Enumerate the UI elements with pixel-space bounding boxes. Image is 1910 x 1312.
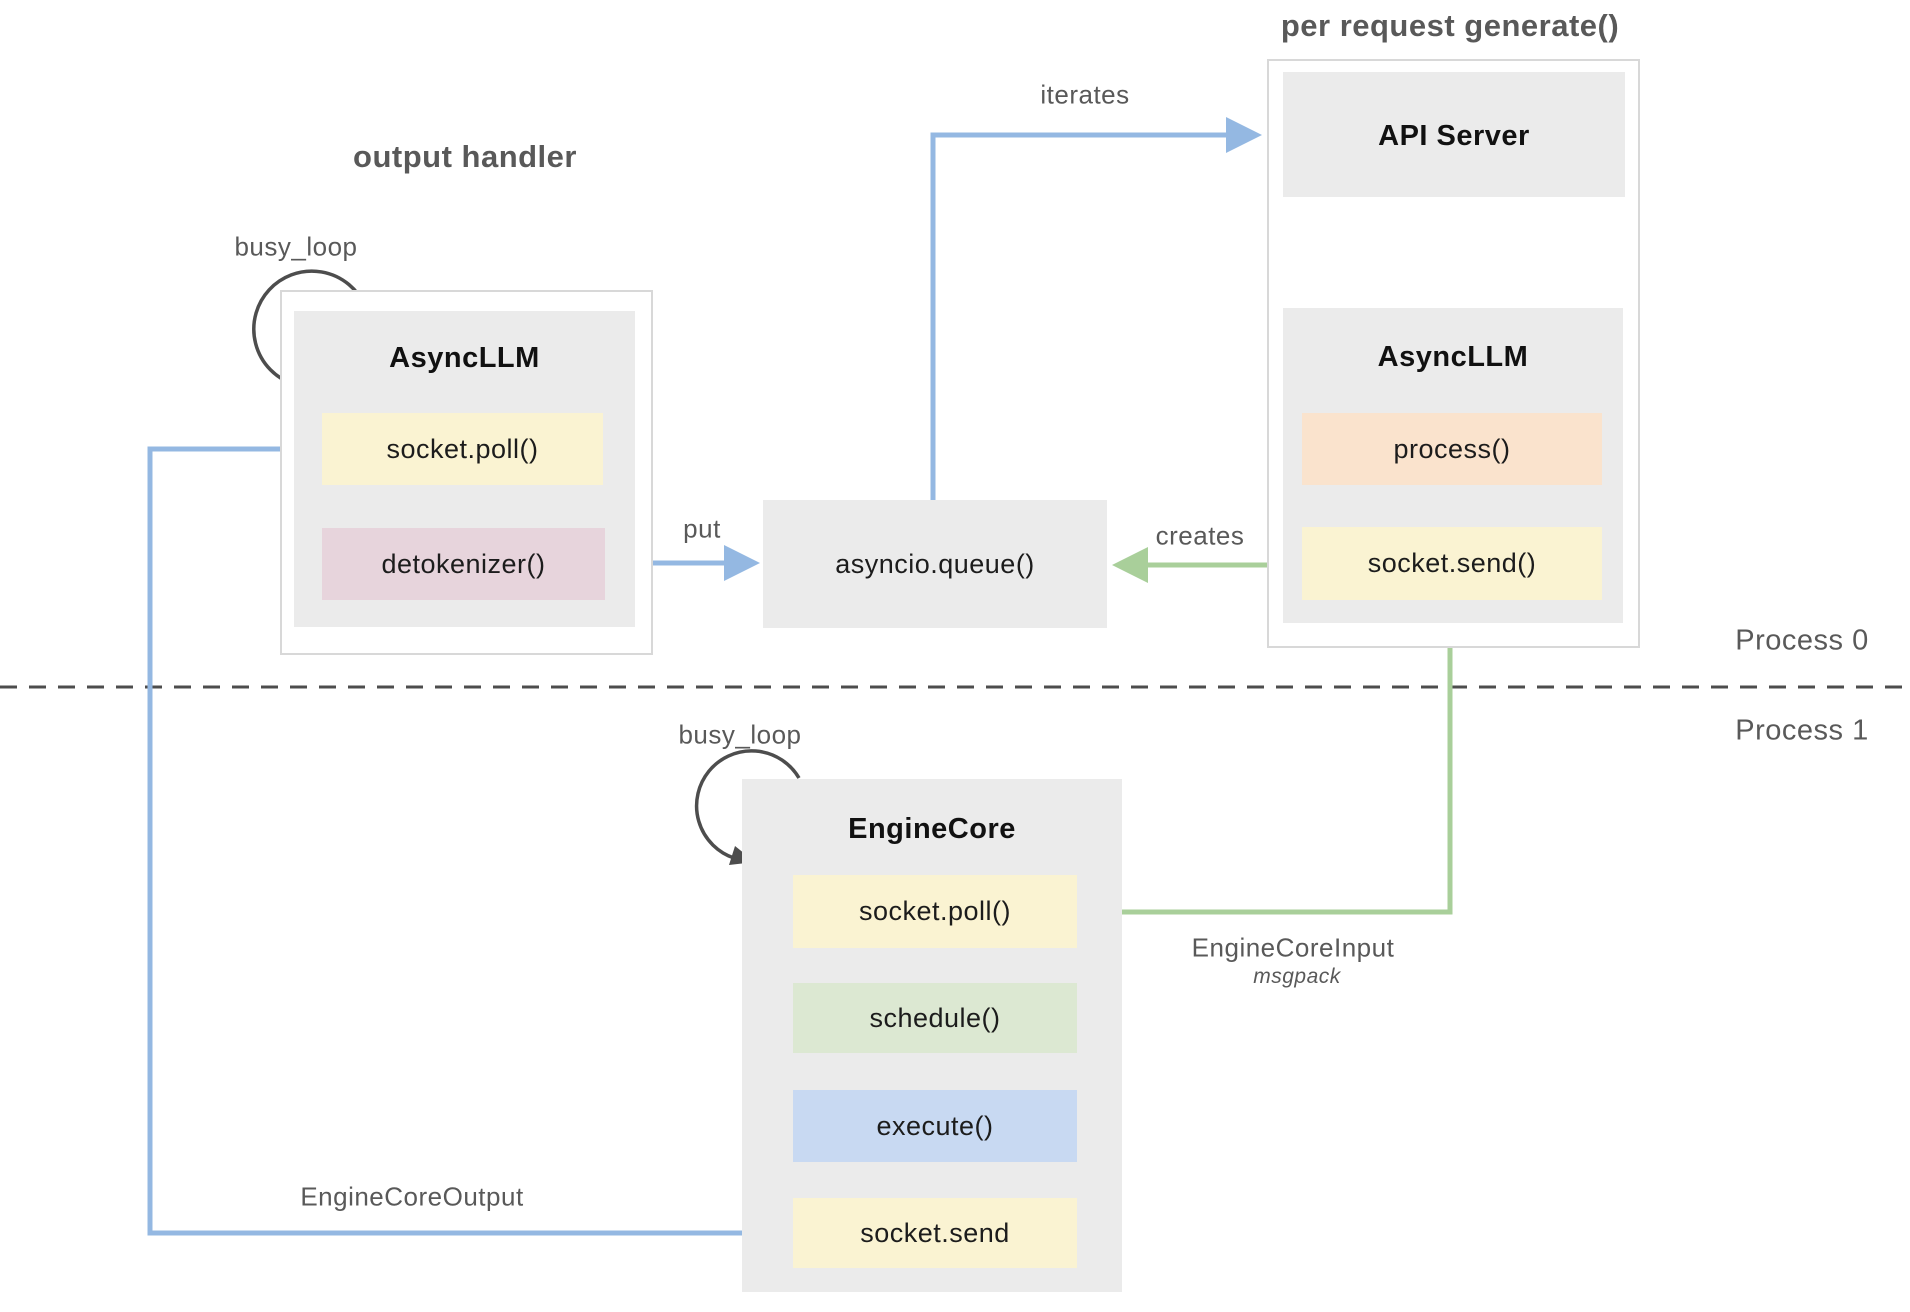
engine-core-output-line xyxy=(147,446,793,1236)
engine-core-title: EngineCore xyxy=(848,813,1016,845)
schedule-item: schedule() xyxy=(793,983,1077,1053)
iterates-label: iterates xyxy=(1040,79,1130,110)
output-handler-title: output handler xyxy=(353,139,577,174)
put-label: put xyxy=(683,513,721,544)
left-socket-poll-item: socket.poll() xyxy=(322,413,603,485)
engine-core-input-line xyxy=(1116,600,1453,915)
iterates-arrowhead-icon xyxy=(1226,117,1262,153)
engine-socket-poll-item: socket.poll() xyxy=(793,875,1077,948)
right-asyncllm-title: AsyncLLM xyxy=(1377,341,1529,373)
iterates-arrow-line xyxy=(930,132,1230,500)
process-item: process() xyxy=(1302,413,1602,485)
put-arrowhead-icon xyxy=(724,545,760,581)
engine-core-output-label: EngineCoreOutput xyxy=(300,1181,524,1212)
engine-socket-send-item: socket.send xyxy=(793,1198,1077,1268)
busy-loop-left-label: busy_loop xyxy=(234,231,358,262)
process-1-label: Process 1 xyxy=(1735,714,1869,747)
per-request-generate-title: per request generate() xyxy=(1280,8,1620,43)
busy-loop-bottom-label: busy_loop xyxy=(678,719,802,750)
right-socket-send-item: socket.send() xyxy=(1302,527,1602,600)
msgpack-label: msgpack xyxy=(1253,965,1341,988)
execute-item: execute() xyxy=(793,1090,1077,1162)
asyncio-queue-box: asyncio.queue() xyxy=(763,500,1107,628)
left-asyncllm-title: AsyncLLM xyxy=(389,342,540,374)
busy-loop-bottom-arc xyxy=(694,749,801,860)
creates-arrowhead-icon xyxy=(1112,547,1148,583)
detokenizer-item: detokenizer() xyxy=(322,528,605,600)
engine-core-input-label: EngineCoreInput xyxy=(1191,932,1395,963)
api-server-box: API Server xyxy=(1283,72,1625,197)
busy-loop-left-arc xyxy=(252,269,367,386)
creates-label: creates xyxy=(1155,520,1245,551)
process-0-label: Process 0 xyxy=(1735,624,1869,657)
api-server-title: API Server xyxy=(1378,120,1530,152)
